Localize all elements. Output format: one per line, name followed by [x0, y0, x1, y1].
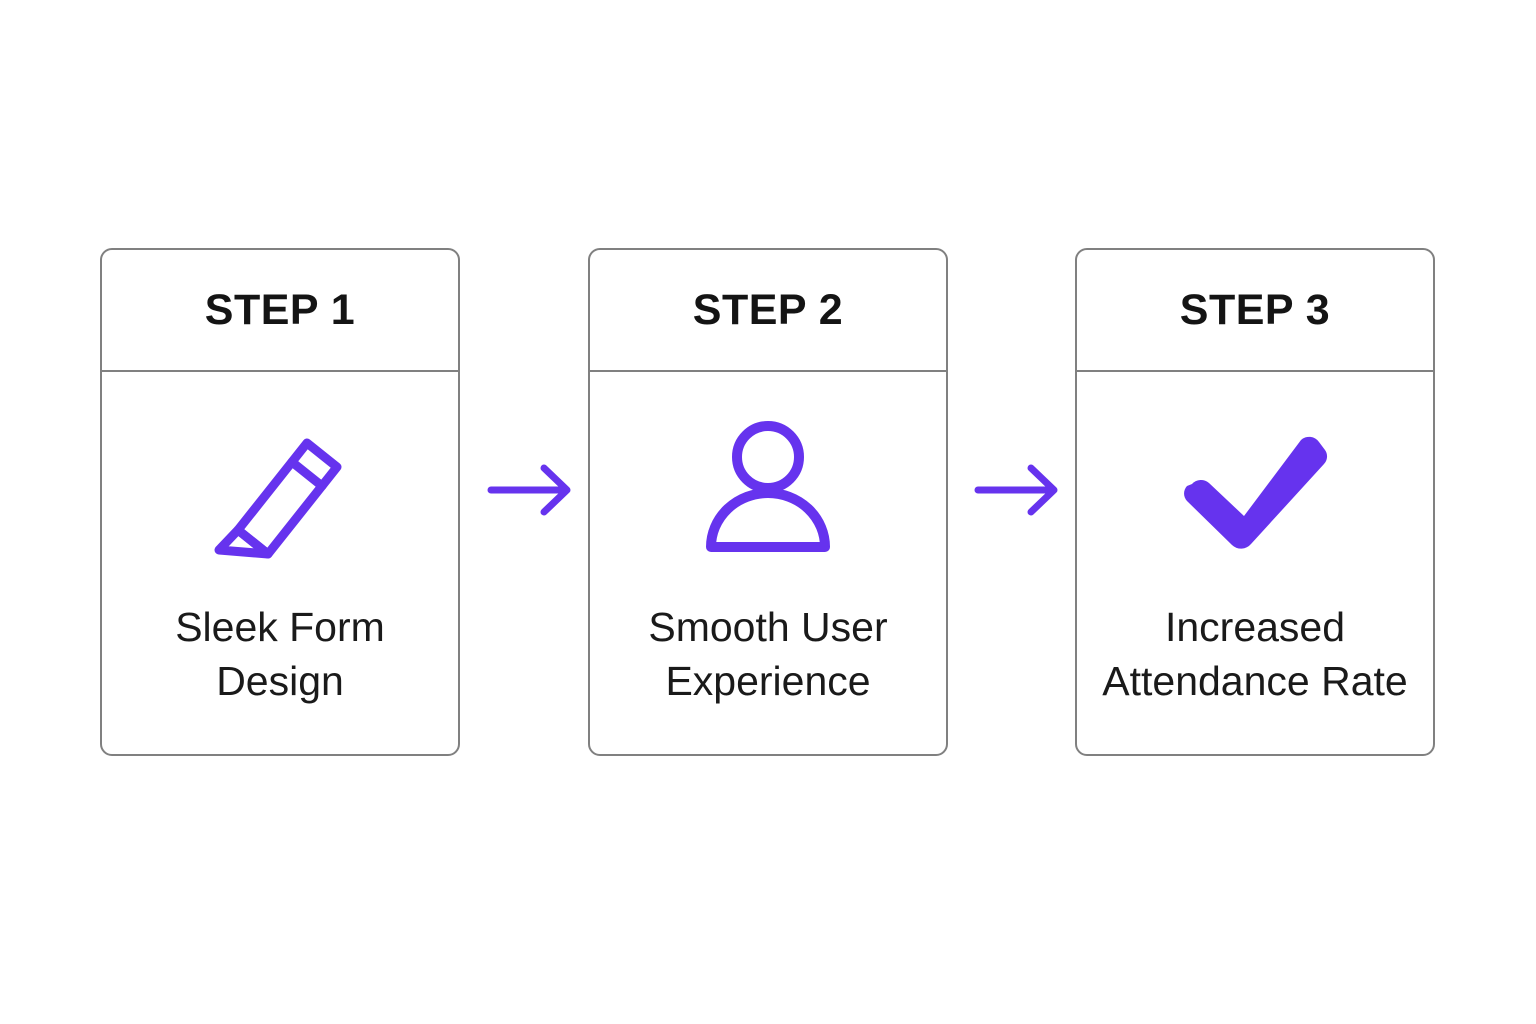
step-card-2[interactable]: STEP 2 Smooth User Experience	[588, 248, 948, 756]
step-card-3-header: STEP 3	[1077, 250, 1433, 372]
step-card-1-title: STEP 1	[204, 285, 356, 334]
step-card-1-icon-area	[102, 372, 458, 604]
step-card-3-body: Increased Attendance Rate	[1077, 372, 1433, 754]
step-card-1-caption: Sleek Form Design	[175, 604, 385, 705]
user-person-icon	[693, 413, 843, 563]
pencil-icon	[205, 413, 355, 563]
step-card-2-caption: Smooth User Experience	[648, 604, 888, 705]
step-card-3-caption: Increased Attendance Rate	[1102, 604, 1408, 705]
step-card-2-body: Smooth User Experience	[590, 372, 946, 754]
arrow-step1-to-step2	[487, 462, 579, 518]
step-card-2-header: STEP 2	[590, 250, 946, 372]
step-card-2-title: STEP 2	[692, 285, 844, 334]
step-card-3[interactable]: STEP 3 Increased Attendance Rate	[1075, 248, 1435, 756]
step-card-1-header: STEP 1	[102, 250, 458, 372]
step-card-1[interactable]: STEP 1 Sleek Form Design	[100, 248, 460, 756]
step-card-3-title: STEP 3	[1179, 285, 1331, 334]
checkmark-icon	[1175, 418, 1335, 558]
arrow-step2-to-step3	[974, 462, 1066, 518]
step-card-3-icon-area	[1077, 372, 1433, 604]
step-card-1-body: Sleek Form Design	[102, 372, 458, 754]
step-card-2-icon-area	[590, 372, 946, 604]
